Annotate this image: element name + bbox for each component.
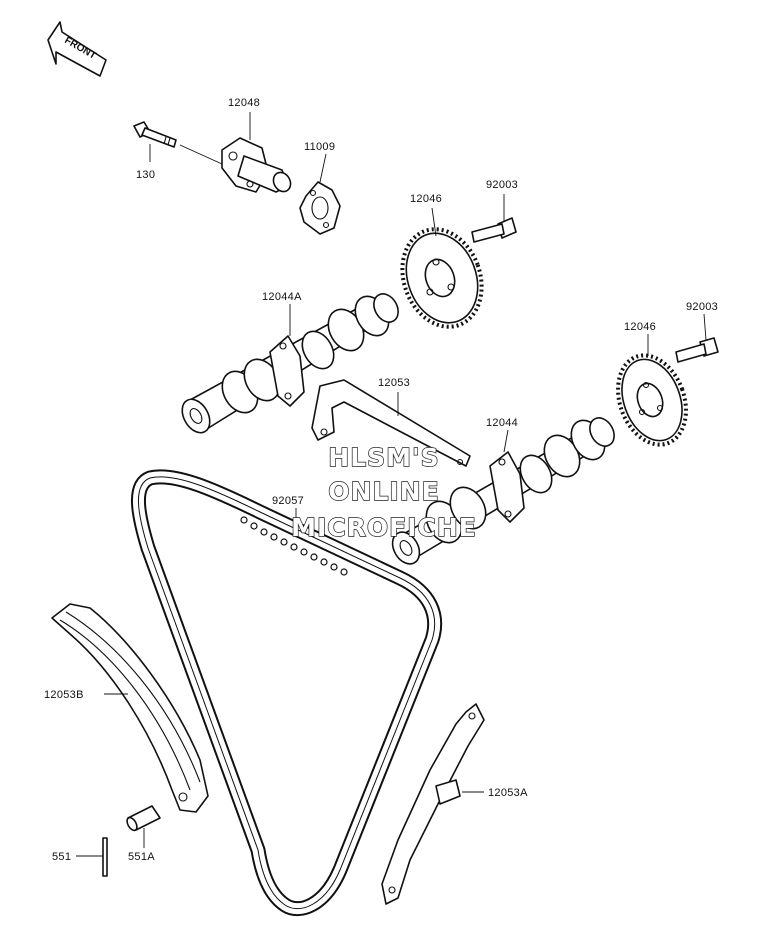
sprocket-bolt-92003-upper — [471, 217, 517, 243]
timing-chain-92057 — [131, 469, 443, 917]
watermark-line-2: ONLINE — [328, 477, 439, 506]
chain-guide-12053 — [311, 379, 471, 467]
bolt-130 — [133, 121, 177, 148]
front-arrow-icon: FRONT — [47, 21, 107, 77]
label-12048: 12048 — [228, 97, 260, 109]
callout-labels: 12048 130 11009 92003 12046 12044A 92003… — [44, 97, 718, 863]
label-12053: 12053 — [378, 377, 410, 389]
pin-551 — [102, 837, 108, 877]
label-551: 551 — [52, 851, 71, 863]
chain-tensioner-12048 — [221, 137, 292, 193]
label-11009: 11009 — [304, 141, 335, 153]
watermark-line-1: HLSM'S — [328, 443, 439, 472]
label-130: 130 — [136, 169, 155, 181]
watermark: HLSM'S ONLINE MICROFICHE — [290, 442, 477, 542]
label-92057: 92057 — [272, 495, 304, 507]
label-551A: 551A — [128, 851, 155, 863]
label-92003-upper: 92003 — [486, 179, 518, 191]
cam-sprocket-12046-lower — [616, 353, 688, 447]
label-92003-lower: 92003 — [686, 301, 718, 313]
chain-guide-12053B — [51, 603, 209, 813]
label-12053B: 12053B — [44, 689, 84, 701]
leader-lines — [76, 112, 707, 857]
cam-sprocket-12046-upper — [400, 227, 484, 329]
chain-guide-12053A — [381, 703, 485, 905]
gasket-11009 — [299, 181, 341, 235]
label-12046-upper: 12046 — [410, 193, 442, 205]
label-12044A: 12044A — [262, 291, 302, 303]
sprocket-bolt-92003-lower — [675, 337, 719, 363]
dowel-pin-551A — [126, 805, 161, 832]
watermark-line-3: MICROFICHE — [291, 513, 477, 542]
label-12046-lower: 12046 — [624, 321, 656, 333]
label-12053A: 12053A — [488, 787, 528, 799]
label-12044: 12044 — [486, 417, 518, 429]
camshaft-12044A — [181, 293, 399, 434]
camshaft-12044 — [391, 417, 615, 565]
